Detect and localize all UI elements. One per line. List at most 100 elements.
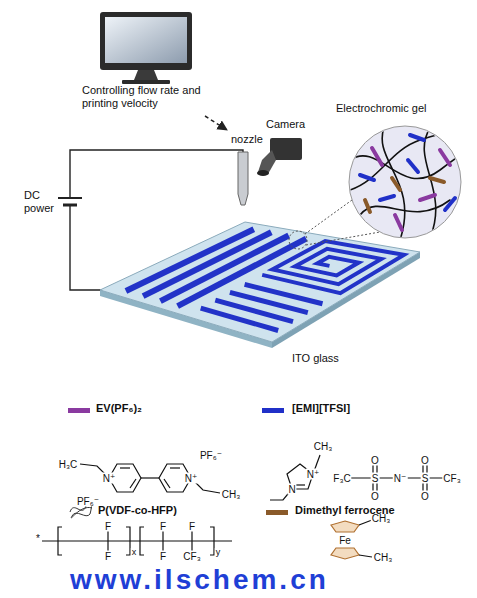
- legend-text: EV(PF₆)₂: [96, 402, 142, 414]
- gel-network: [380, 196, 394, 200]
- zoom-callout: [305, 200, 352, 234]
- atom-label: O: [420, 455, 430, 466]
- zoom-callout: [289, 231, 307, 249]
- gel-network: [350, 125, 471, 240]
- atom-label: CF₃: [442, 473, 461, 484]
- gel-network: [365, 178, 444, 212]
- atom-label: CH₃: [373, 552, 394, 563]
- gel-network: [372, 148, 382, 165]
- nozzle: [238, 152, 248, 205]
- atom-label: x: [131, 548, 138, 558]
- computer-monitor: [100, 12, 192, 84]
- camera: [270, 138, 302, 160]
- gel-network: [360, 175, 374, 180]
- polymer-structure: [140, 527, 144, 555]
- gel-network: [424, 128, 436, 238]
- gel-network: [350, 133, 465, 191]
- atom-label: F: [159, 521, 167, 532]
- imidazolium-structure: [296, 484, 305, 485]
- gel-network: [445, 198, 455, 210]
- ferrocene-structure: [331, 548, 359, 559]
- ito-glass: [100, 222, 420, 348]
- gel-network: [430, 178, 444, 182]
- ferrocene-structure: [331, 521, 359, 532]
- tfsi-structure: [342, 460, 452, 496]
- viologen-structure: [130, 479, 136, 488]
- camera: [257, 138, 302, 176]
- atom-label: PF₆⁻: [199, 450, 223, 461]
- polymer-structure: [210, 527, 214, 555]
- viologen-structure: [80, 464, 220, 493]
- ferrocene-structure: [359, 555, 372, 557]
- atom-label: O: [420, 491, 430, 502]
- annotation-label: Camera: [266, 118, 305, 131]
- atom-label: CH₃: [313, 441, 334, 452]
- ferrocene-structure: [331, 520, 372, 559]
- atom-label: F: [188, 521, 196, 532]
- viologen-structure: [141, 477, 159, 478]
- printed-line: [201, 308, 279, 330]
- atom-label: O: [370, 491, 380, 502]
- annotation-label: Electrochromic gel: [336, 102, 426, 115]
- polymer-structure: [42, 540, 232, 541]
- atom-label: S: [421, 473, 430, 484]
- atom-label: N: [287, 484, 296, 495]
- annotation-label: nozzle: [231, 133, 263, 146]
- legend-text: P(VDF-co-HFP): [98, 504, 177, 516]
- circuit-wire: [58, 197, 82, 199]
- annotation-label: ITO glass: [292, 352, 339, 365]
- gel-network: [420, 195, 435, 200]
- gel-network: [382, 125, 405, 240]
- legend-swatch: [266, 510, 288, 515]
- zoom-callout: [289, 200, 380, 249]
- legend-text: [EMI][TFSI]: [292, 402, 350, 414]
- gel-network: [440, 150, 450, 165]
- legend-text: Dimethyl ferrocene: [295, 504, 395, 516]
- imidazolium-structure: [270, 455, 320, 500]
- viologen-structure: [164, 479, 170, 488]
- zoom-callout: [306, 232, 380, 245]
- legend-swatch: [68, 408, 90, 413]
- computer-monitor: [134, 70, 158, 80]
- atom-label: Fe: [338, 535, 352, 546]
- atom-label: *: [35, 533, 41, 544]
- atom-label: O: [370, 455, 380, 466]
- atom-label: F: [159, 551, 167, 562]
- atom-label: F₃C: [332, 473, 351, 484]
- gel-network: [365, 200, 370, 212]
- ito-glass: [100, 222, 420, 342]
- circuit-wire: [70, 206, 103, 290]
- gel-network: [350, 125, 471, 240]
- computer-monitor: [100, 12, 192, 70]
- atom-label: S: [371, 473, 380, 484]
- atom-label: CF₃: [182, 551, 201, 562]
- gel-network: [350, 148, 471, 178]
- atom-label: y: [215, 548, 222, 558]
- polymer-structure: [126, 527, 130, 555]
- annotation-label: Controlling flow rate and printing veloc…: [82, 84, 218, 109]
- watermark: www.ilschem.cn: [70, 565, 329, 595]
- atom-label: N⁻: [393, 473, 408, 484]
- gel-network: [360, 135, 455, 210]
- gel-network: [372, 148, 450, 230]
- printed-line: [262, 241, 404, 293]
- atom-label: PF₆⁻: [76, 496, 100, 507]
- circuit-wire: [70, 150, 243, 197]
- atom-label: N⁺: [102, 473, 117, 484]
- gel-network: [395, 215, 402, 230]
- gel-network: [392, 178, 400, 190]
- circuit-wire: [63, 204, 77, 207]
- polymer-structure: [58, 527, 62, 555]
- computer-monitor: [122, 80, 170, 84]
- atom-label: F: [104, 551, 112, 562]
- computer-monitor: [105, 17, 187, 63]
- atom-label: CH₃: [221, 489, 242, 500]
- atom-label: N⁺: [184, 473, 199, 484]
- gel-network: [410, 135, 424, 140]
- control-arrow: [205, 116, 227, 130]
- atom-label: N⁺: [306, 469, 321, 480]
- legend-swatch: [262, 408, 284, 413]
- viologen-structure: [120, 467, 130, 468]
- viologen-structure: [170, 467, 180, 468]
